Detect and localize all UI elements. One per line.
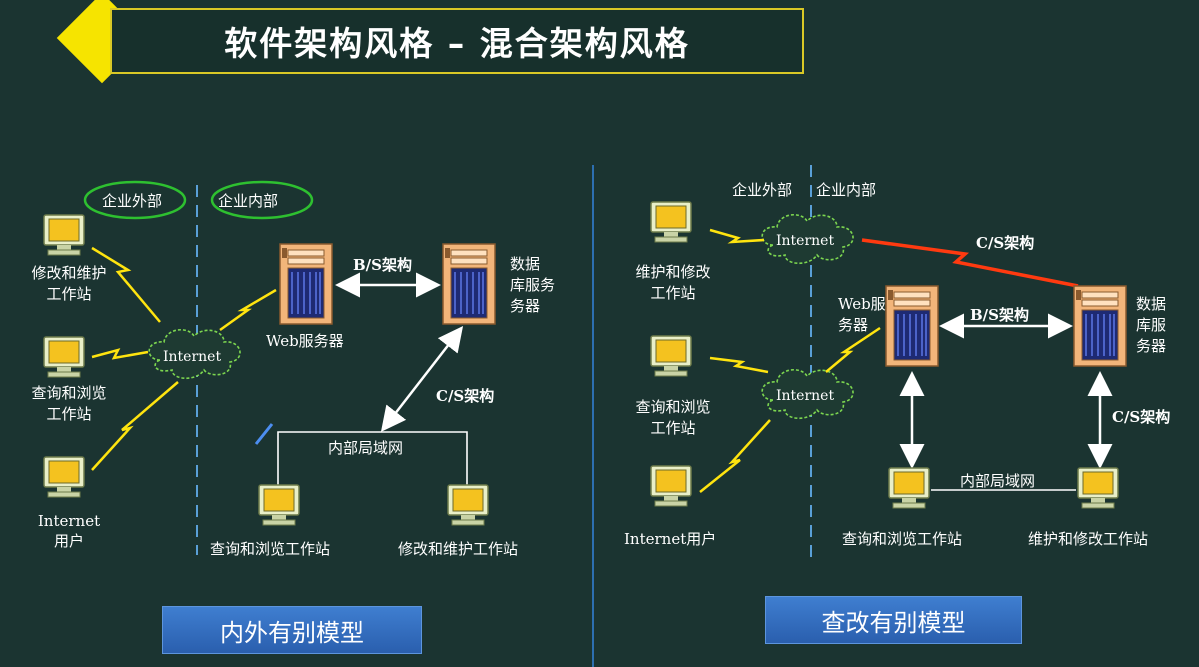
left-monitor-query bbox=[43, 336, 85, 378]
left-lan-pen bbox=[254, 423, 274, 445]
right-cs-right-label: C/S架构 bbox=[1112, 408, 1171, 426]
right-cs-red-link bbox=[861, 238, 1079, 288]
right-client-internet-user-label: Internet用户 bbox=[624, 530, 717, 548]
left-monitor-modify bbox=[43, 214, 85, 256]
page-title: 软件架构风格 – 混合架构风格 bbox=[224, 24, 690, 63]
left-model-button[interactable]: 内外有别模型 bbox=[162, 606, 422, 654]
left-cs-arrow bbox=[380, 326, 464, 432]
left-inside-label: 企业内部 bbox=[218, 192, 279, 210]
left-lightning-query bbox=[91, 348, 149, 360]
right-ws-query-monitor bbox=[888, 467, 930, 509]
right-bs-label: B/S架构 bbox=[970, 306, 1029, 324]
left-lan-bracket bbox=[277, 431, 468, 487]
left-bs-label: B/S架构 bbox=[353, 256, 412, 274]
left-db-server-label: 数据 库服务 务器 bbox=[510, 255, 556, 315]
left-lightning-web bbox=[219, 288, 277, 332]
right-monitor-maintain bbox=[650, 201, 692, 243]
left-client-internet-user-label: Internet 用户 bbox=[37, 512, 101, 550]
right-ws-maintain-monitor bbox=[1077, 467, 1119, 509]
right-internet-top-label: Internet bbox=[776, 233, 835, 249]
left-ws-modify-label: 修改和维护工作站 bbox=[398, 540, 519, 558]
right-cs-top-label: C/S架构 bbox=[976, 234, 1035, 252]
left-outside-label: 企业外部 bbox=[102, 192, 163, 210]
left-db-server bbox=[442, 243, 496, 325]
right-ws-maintain-label: 维护和修改工作站 bbox=[1028, 530, 1149, 548]
left-web-server bbox=[279, 243, 333, 325]
right-lightning-maintain bbox=[709, 228, 765, 244]
right-db-server-label: 数据 库服 务器 bbox=[1136, 295, 1167, 355]
right-client-query-label: 查询和浏览 工作站 bbox=[635, 398, 711, 437]
left-internet-label: Internet bbox=[163, 349, 222, 365]
right-internet-mid-label: Internet bbox=[776, 388, 835, 404]
left-outside-highlight bbox=[83, 180, 187, 220]
right-db-server bbox=[1073, 285, 1127, 367]
title-box: 软件架构风格 – 混合架构风格 bbox=[110, 8, 804, 74]
left-lightning-modify bbox=[91, 246, 161, 323]
right-lan-label: 内部局域网 bbox=[960, 472, 1036, 490]
right-outside-label: 企业外部 bbox=[732, 181, 793, 199]
left-web-server-label: Web服务器 bbox=[266, 332, 344, 350]
left-lightning-internet-user bbox=[91, 381, 179, 471]
left-inside-highlight bbox=[210, 180, 314, 220]
left-monitor-internet-user bbox=[43, 456, 85, 498]
right-ws-query-label: 查询和浏览工作站 bbox=[842, 530, 963, 548]
right-model-button[interactable]: 查改有别模型 bbox=[765, 596, 1022, 644]
right-web-server bbox=[885, 285, 939, 367]
right-monitor-internet-user bbox=[650, 465, 692, 507]
right-lightning-query bbox=[709, 356, 769, 374]
right-monitor-query bbox=[650, 335, 692, 377]
left-ws-modify-monitor bbox=[447, 484, 489, 526]
right-lightning-internet-user bbox=[699, 419, 771, 493]
left-lan-label: 内部局域网 bbox=[328, 439, 404, 457]
right-web-server-label: Web服 务器 bbox=[838, 295, 886, 334]
right-lightning-web bbox=[825, 326, 881, 373]
left-client-modify-label: 修改和维护 工作站 bbox=[31, 264, 107, 303]
right-inside-label: 企业内部 bbox=[816, 181, 877, 199]
left-client-query-label: 查询和浏览 工作站 bbox=[31, 384, 107, 423]
left-ws-query-monitor bbox=[258, 484, 300, 526]
right-client-maintain-label: 维护和修改 工作站 bbox=[635, 263, 711, 302]
left-ws-query-label: 查询和浏览工作站 bbox=[210, 540, 331, 558]
left-cs-label: C/S架构 bbox=[436, 387, 495, 405]
